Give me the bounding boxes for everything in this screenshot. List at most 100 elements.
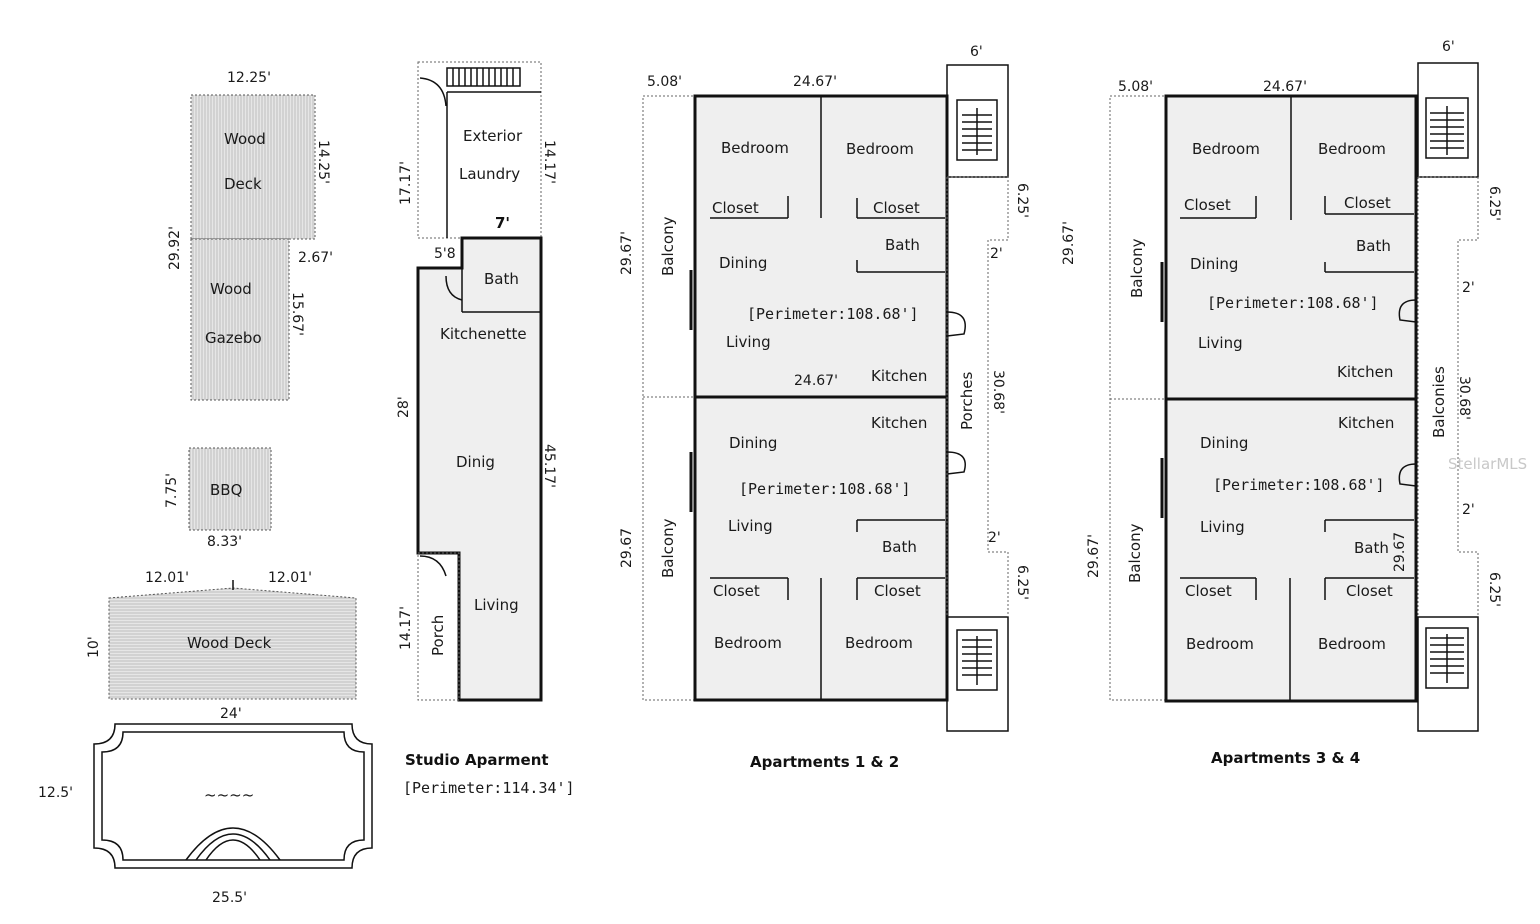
apt34-bedroom-a: Bedroom bbox=[1192, 140, 1260, 158]
apt12-closet-a: Closet bbox=[712, 199, 759, 217]
apt34-dining-lower: Dining bbox=[1200, 434, 1248, 452]
pool-water-symbol: ~~~~ bbox=[204, 786, 254, 804]
apt34-balcony-upper: Balcony bbox=[1128, 238, 1146, 298]
studio-58-dim: 5'8 bbox=[434, 246, 456, 262]
studio-lower-left-dim: 14.17' bbox=[398, 606, 414, 650]
apt12-2ft-lower-dim: 2' bbox=[988, 530, 1001, 546]
apt34-living-lower: Living bbox=[1200, 518, 1245, 536]
wood-deck-right-dim: 12.01' bbox=[268, 570, 312, 586]
studio-dining-label: Dinig bbox=[456, 453, 495, 471]
apt34-2ft-upper-dim: 2' bbox=[1462, 280, 1475, 296]
apt34-balcony-lower: Balcony bbox=[1126, 523, 1144, 583]
apt12-closet-c: Closet bbox=[713, 582, 760, 600]
studio-upper-left-dim: 17.17' bbox=[398, 161, 414, 205]
apt34-top-width-dim: 24.67' bbox=[1263, 79, 1307, 95]
apt34-closet-c: Closet bbox=[1185, 582, 1232, 600]
studio-living-label: Living bbox=[474, 596, 519, 614]
wood-deck-top-height-dim: 14.25' bbox=[315, 140, 331, 184]
apt34-caption: Apartments 3 & 4 bbox=[1211, 749, 1360, 767]
studio-kitchenette-label: Kitchenette bbox=[440, 325, 527, 343]
wood-deck-top-label2: Deck bbox=[224, 175, 262, 193]
apt12-perimeter-upper: [Perimeter:108.68'] bbox=[747, 305, 919, 323]
apt12-stair-lower-dim: 6.25' bbox=[1014, 565, 1030, 600]
apt34-kitchen-upper: Kitchen bbox=[1337, 363, 1393, 381]
wood-deck-height-dim: 10' bbox=[86, 636, 102, 658]
apt12-upper-height-dim: 29.67' bbox=[619, 231, 635, 275]
studio-laundry-label: Laundry bbox=[459, 165, 520, 183]
pool-bottom-dim: 25.5' bbox=[212, 890, 247, 906]
studio-caption: Studio Aparment bbox=[405, 751, 549, 769]
apt34-lower-height-dim: 29.67' bbox=[1086, 534, 1102, 578]
site-total-height-dim: 29.92' bbox=[167, 226, 183, 270]
gazebo-height-dim: 15.67' bbox=[289, 292, 305, 336]
wood-deck-top-width-dim: 12.25' bbox=[227, 70, 271, 86]
apt12-caption: Apartments 1 & 2 bbox=[750, 753, 899, 771]
wood-deck-bottom-label: Wood Deck bbox=[187, 634, 272, 652]
apt12-perimeter-lower: [Perimeter:108.68'] bbox=[739, 480, 911, 498]
apt34-closet-a: Closet bbox=[1184, 196, 1231, 214]
apt12-porches-label: Porches bbox=[958, 371, 976, 430]
apt12-stair-upper-dim: 6.25' bbox=[1014, 183, 1030, 218]
bbq-label: BBQ bbox=[210, 481, 242, 499]
apt34-balcony-width-dim: 5.08' bbox=[1118, 79, 1153, 95]
apt34-bath-upper: Bath bbox=[1356, 237, 1391, 255]
apt34-stair-width-dim: 6' bbox=[1442, 39, 1455, 55]
apt34-2ft-lower-dim: 2' bbox=[1462, 502, 1475, 518]
wood-deck-top-label1: Wood bbox=[224, 130, 266, 148]
apt34-stair-upper-dim: 6.25' bbox=[1486, 186, 1502, 221]
pool-outline bbox=[93, 723, 373, 869]
apt12-closet-b: Closet bbox=[873, 199, 920, 217]
wood-deck-left-dim: 12.01' bbox=[145, 570, 189, 586]
wood-deck-bottom bbox=[108, 587, 357, 700]
apt12-balcony-lower: Balcony bbox=[659, 518, 677, 578]
gazebo-label2: Gazebo bbox=[205, 329, 262, 347]
apt34-bedroom-d: Bedroom bbox=[1318, 635, 1386, 653]
apt34-dining-upper: Dining bbox=[1190, 255, 1238, 273]
wood-gazebo bbox=[190, 238, 290, 401]
studio-exterior-label: Exterior bbox=[463, 127, 523, 145]
apt12-dining-lower: Dining bbox=[729, 434, 777, 452]
apt34-bedroom-b: Bedroom bbox=[1318, 140, 1386, 158]
studio-upper-right-dim: 14.17' bbox=[541, 140, 557, 184]
apt12-lower-height-dim: 29.67 bbox=[619, 528, 635, 568]
bbq-area bbox=[188, 447, 272, 531]
apt12-2ft-upper-dim: 2' bbox=[990, 246, 1003, 262]
apartments-3-4-plan: 5.08' 24.67' 6' 29.67' Balcony Bedroom B… bbox=[1061, 39, 1502, 767]
gazebo-label1: Wood bbox=[210, 280, 252, 298]
apt34-living-upper: Living bbox=[1198, 334, 1243, 352]
studio-total-right-dim: 45.17' bbox=[541, 444, 557, 488]
apt34-unit-lower bbox=[1164, 397, 1418, 703]
apt34-bath-lower: Bath bbox=[1354, 539, 1389, 557]
wood-deck-top bbox=[190, 94, 316, 240]
apt34-bedroom-c: Bedroom bbox=[1186, 635, 1254, 653]
apt12-kitchen-lower: Kitchen bbox=[871, 414, 927, 432]
site-plan: Wood Deck 12.25' 14.25' 29.92' Wood Gaze… bbox=[38, 70, 373, 906]
apt34-balconies-label: Balconies bbox=[1430, 366, 1448, 438]
apt34-stair-lower-dim: 6.25' bbox=[1486, 572, 1502, 607]
apt34-closet-d: Closet bbox=[1346, 582, 1393, 600]
apt34-perimeter-lower: [Perimeter:108.68'] bbox=[1213, 476, 1385, 494]
pool-left-dim: 12.5' bbox=[38, 785, 73, 801]
apt34-upper-height-dim: 29.67' bbox=[1061, 221, 1077, 265]
apt12-bedroom-d: Bedroom bbox=[845, 634, 913, 652]
apt12-balcony-upper: Balcony bbox=[659, 216, 677, 276]
apt12-top-width-dim: 24.67' bbox=[793, 74, 837, 90]
apt12-dining-upper: Dining bbox=[719, 254, 767, 272]
apt12-bedroom-a: Bedroom bbox=[721, 139, 789, 157]
studio-7-dim: 7' bbox=[495, 214, 510, 232]
apt12-closet-d: Closet bbox=[874, 582, 921, 600]
studio-mid-left-dim: 28' bbox=[396, 396, 412, 418]
apt12-living-lower: Living bbox=[728, 517, 773, 535]
apt34-bath-lower-dim: 29.67 bbox=[1392, 532, 1408, 572]
bbq-width-dim: 8.33' bbox=[207, 534, 242, 550]
apt12-kitchen-upper: Kitchen bbox=[871, 367, 927, 385]
gazebo-offset-dim: 2.67' bbox=[298, 250, 333, 266]
apartments-1-2-plan: 5.08' 24.67' 6' 29.67' Balcony Bedroom B… bbox=[619, 44, 1030, 771]
apt34-closet-b: Closet bbox=[1344, 194, 1391, 212]
apt12-stair-width-dim: 6' bbox=[970, 44, 983, 60]
studio-porch-label: Porch bbox=[429, 615, 447, 656]
bbq-height-dim: 7.75' bbox=[164, 473, 180, 508]
apt12-porches-dim: 30.68' bbox=[990, 370, 1006, 414]
apt12-bedroom-c: Bedroom bbox=[714, 634, 782, 652]
